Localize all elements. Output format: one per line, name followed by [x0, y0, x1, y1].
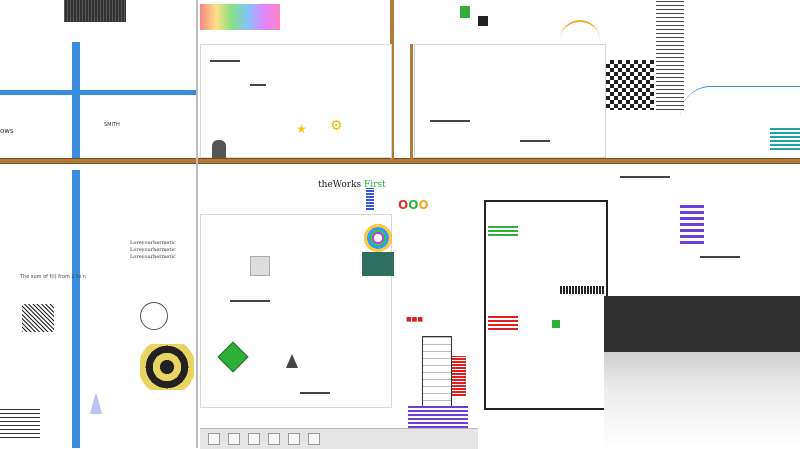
- blue-vertical-bar-bottom: [72, 170, 80, 448]
- bottom-left-text: [0, 408, 40, 438]
- toolbar-button-5[interactable]: [288, 433, 300, 445]
- noise-2: [250, 84, 266, 86]
- vertical-road-a: [196, 0, 198, 448]
- noise-4: [520, 140, 550, 142]
- toolbar-button-4[interactable]: [268, 433, 280, 445]
- toolbar-button-2[interactable]: [228, 433, 240, 445]
- noise-1: [210, 60, 240, 62]
- gear-icon: ⚙: [330, 118, 343, 134]
- gray-floor: [604, 352, 800, 448]
- top-grid-pattern: [64, 0, 126, 22]
- right-stair-pattern: [606, 60, 654, 110]
- red-list: [488, 316, 518, 330]
- dark-wall: [604, 296, 800, 352]
- red-letters: ■■■: [406, 316, 424, 323]
- repeat-text-block: Loreyourhermetic Loreyourhermetic Loreyo…: [130, 240, 176, 260]
- top-orange-arc: [560, 20, 600, 42]
- green-chip: [552, 320, 560, 328]
- bottom-toolbar: [200, 428, 478, 449]
- circle-icon: [140, 302, 168, 330]
- spiral-base: [362, 252, 394, 276]
- blue-triangle-icon: [90, 392, 102, 414]
- toolbar-button-6[interactable]: [308, 433, 320, 445]
- blue-text-column: [366, 188, 374, 210]
- colorful-logo: OOO: [398, 198, 429, 212]
- noise-7: [620, 176, 670, 178]
- horizontal-road: [0, 158, 800, 164]
- spiral-icon: [364, 224, 392, 252]
- top-color-strip: [200, 4, 280, 30]
- right-teal-blocks: [770, 126, 800, 150]
- panel-middle-left: [200, 214, 392, 408]
- left-noise-block: [22, 304, 54, 332]
- toolbar-button-1[interactable]: [208, 433, 220, 445]
- logo-suffix: First: [364, 180, 386, 190]
- vertical-road-b: [390, 0, 394, 160]
- logo-text: theWorks: [318, 180, 362, 190]
- side-label: ows: [0, 127, 14, 135]
- form-panel: [422, 336, 452, 408]
- toolbar-button-3[interactable]: [248, 433, 260, 445]
- noise-5: [230, 300, 270, 302]
- blue-horizontal-bar: [0, 90, 196, 95]
- star-icon: ★: [296, 122, 307, 136]
- yellow-medallion: [140, 344, 194, 390]
- panel-upper-right: [414, 44, 606, 158]
- noise-6: [300, 392, 330, 394]
- top-dark-tile: [478, 16, 488, 26]
- panel-upper-center: [200, 44, 392, 158]
- purple-bars: [408, 406, 468, 428]
- noise-8: [700, 256, 740, 258]
- statue-icon: [212, 140, 226, 158]
- top-green-tile: [460, 6, 470, 18]
- green-list: [488, 224, 518, 236]
- formula-text: The sum of f(i) from 2 to n: [20, 274, 86, 280]
- thumb-image: [250, 256, 270, 276]
- blue-vertical-bar-top: [72, 42, 80, 160]
- noise-3: [430, 120, 470, 122]
- dark-grid-bar: [560, 286, 604, 294]
- center-logo: theWorks First: [318, 180, 386, 190]
- right-grid-column: [656, 0, 684, 110]
- triangle-icon: [286, 354, 298, 368]
- purple-blocks: [680, 204, 704, 244]
- red-stack: [452, 356, 466, 396]
- vertical-road-c: [410, 44, 413, 162]
- small-label: SMITH: [104, 122, 120, 128]
- right-blue-curve: [680, 86, 800, 117]
